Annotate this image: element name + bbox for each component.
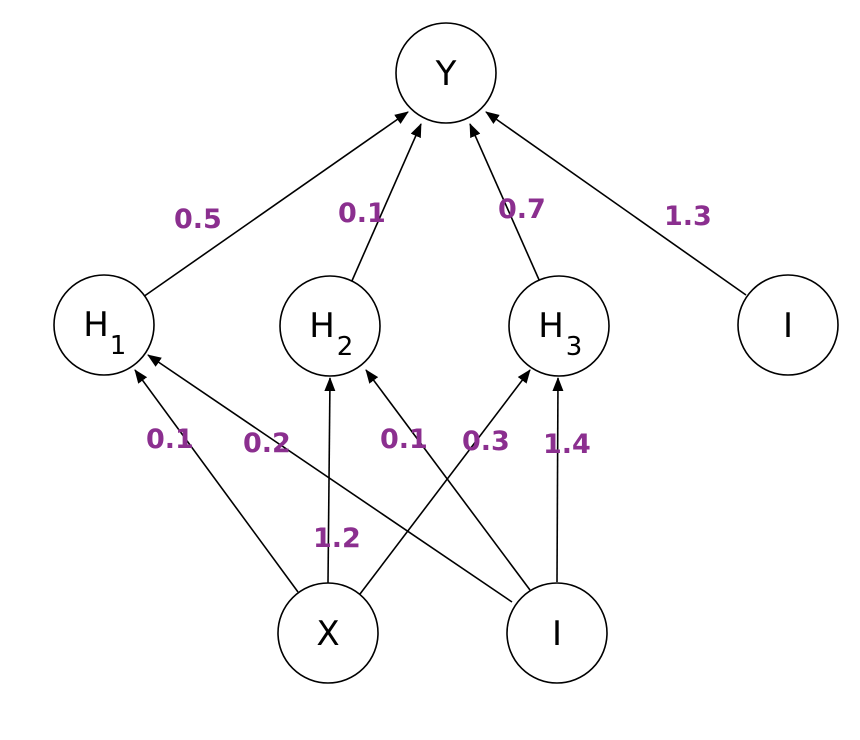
- node-h1: H 1: [53, 274, 155, 376]
- weight-bias-h2: 0.1: [380, 424, 428, 455]
- node-bias-hidden: I: [737, 274, 839, 376]
- edge-x-h2: [324, 377, 336, 584]
- node-bias-input-label: I: [552, 614, 562, 654]
- edge-bias-y: [485, 111, 747, 296]
- weight-x-h2: 1.2: [313, 523, 361, 554]
- edge-h1-y: [142, 111, 409, 298]
- node-h3-label: H: [538, 306, 564, 346]
- node-x-label: X: [316, 614, 339, 654]
- edge-h2-y: [350, 123, 422, 284]
- weight-x-h3: 0.3: [462, 426, 510, 457]
- node-h2-label: H: [309, 306, 335, 346]
- weight-h2-y: 0.1: [338, 198, 386, 229]
- weight-h3-y: 0.7: [498, 194, 546, 225]
- node-y: Y: [395, 22, 497, 124]
- weight-bias-h3: 1.4: [543, 429, 591, 460]
- node-bias-hidden-label: I: [783, 306, 793, 346]
- node-x: X: [277, 582, 379, 684]
- edge-bias-h3: [552, 377, 564, 583]
- node-h2: H 2: [279, 275, 381, 377]
- node-bias-input: I: [506, 582, 608, 684]
- node-h3: H 3: [508, 275, 610, 377]
- node-h3-subscript: 3: [566, 332, 583, 362]
- edge-bias-h1: [147, 354, 513, 603]
- edges: [134, 111, 747, 603]
- weight-x-h1: 0.1: [146, 424, 194, 455]
- node-y-label: Y: [435, 54, 457, 94]
- node-h2-subscript: 2: [337, 332, 354, 362]
- weight-h1-y: 0.5: [174, 204, 222, 235]
- node-h1-subscript: 1: [110, 331, 127, 361]
- edge-bias-h2: [365, 369, 531, 591]
- edge-x-h3: [359, 369, 531, 595]
- edge-weights: 0.5 0.1 0.7 1.3 0.1 0.2 0.1 0.3 1.4 1.2: [146, 194, 712, 554]
- edge-x-h1: [134, 369, 299, 593]
- node-h1-label: H: [83, 305, 109, 345]
- weight-bias-y: 1.3: [664, 201, 712, 232]
- weight-bias-h1: 0.2: [243, 428, 291, 459]
- edge-h3-y: [469, 123, 541, 283]
